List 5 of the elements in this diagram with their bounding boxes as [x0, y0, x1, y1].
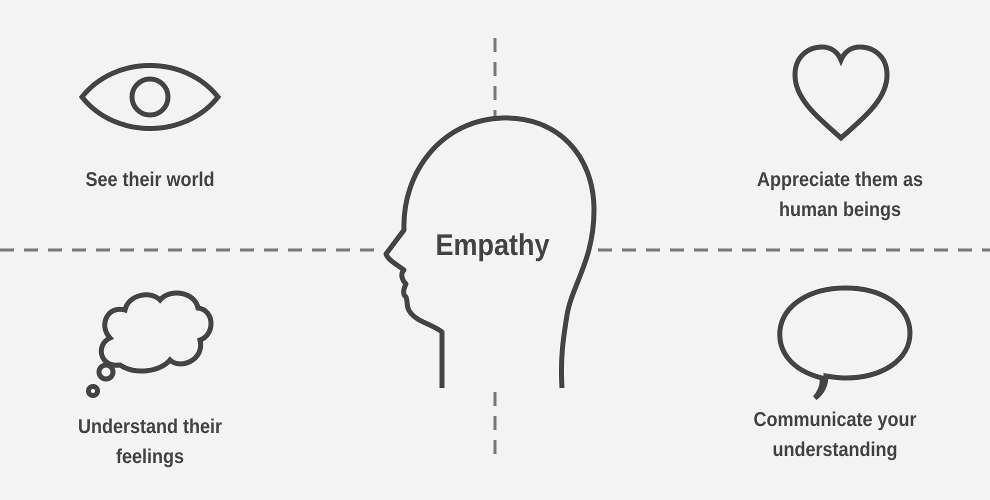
caption-text: Understand their feelings — [76, 415, 224, 470]
caption-text: Appreciate them as human beings — [756, 168, 924, 223]
center-label: Empathy — [434, 228, 550, 264]
caption-text: Communicate your understanding — [752, 408, 918, 463]
caption-text: See their world — [84, 168, 216, 193]
